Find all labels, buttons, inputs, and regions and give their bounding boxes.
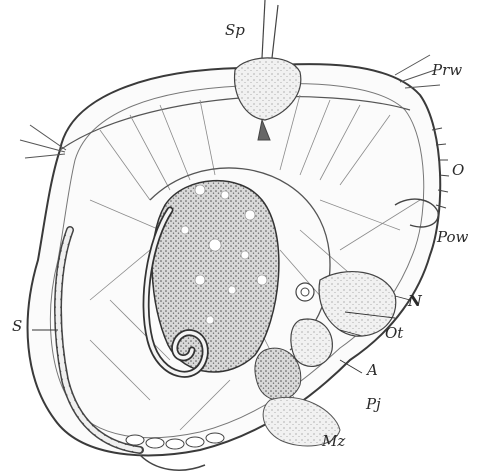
label-prw: Prw [432,63,462,78]
label-ot: Ot [385,326,403,341]
label-o: O [452,163,464,178]
label-a: A [367,363,378,378]
label-n: N [408,294,422,309]
label-pj: Pj [366,397,381,412]
label-sp: Sp [225,23,245,38]
label-mz: Mz [322,434,345,449]
label-s: S [12,319,22,334]
label-pow: Pow [437,230,468,245]
